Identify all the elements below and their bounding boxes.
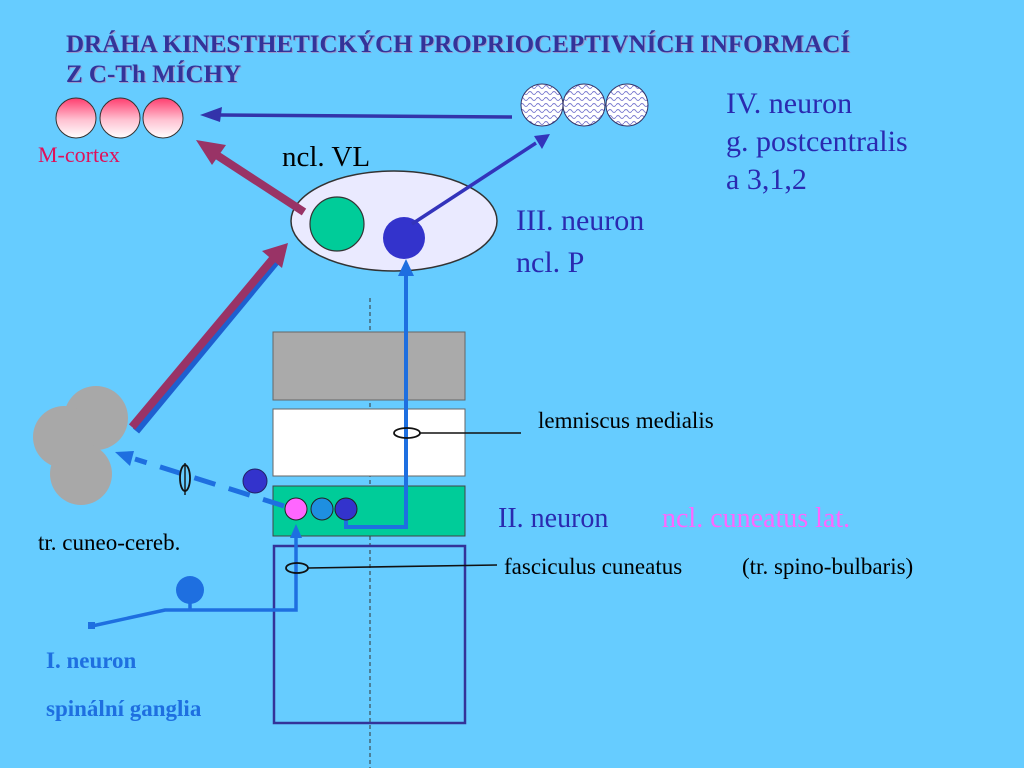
spinal-cord-segment bbox=[272, 544, 467, 725]
neuron-2-label: II. neuron bbox=[498, 503, 609, 534]
ncl-vl-label: ncl. VL bbox=[282, 141, 371, 173]
first-neuron-arrowhead bbox=[290, 524, 302, 538]
cerebellum-to-vl-arrowhead bbox=[262, 243, 288, 268]
fasciculus-cuneatus-label: fasciculus cuneatus bbox=[504, 554, 683, 579]
vl-to-cortex-arrowhead bbox=[196, 140, 226, 165]
cerebellum bbox=[33, 386, 128, 505]
postcentral-neuron bbox=[605, 83, 649, 127]
tr-cuneo-cereb-label: tr. cuneo-cereb. bbox=[38, 530, 181, 555]
cortex-neuron bbox=[99, 97, 141, 139]
neuron-1-label-line2: spinální ganglia bbox=[46, 696, 202, 721]
postcentral-neuron bbox=[520, 83, 564, 127]
cerebellum-to-vl-line bbox=[128, 252, 280, 430]
cuneo-cerebellar-arrowhead bbox=[115, 451, 134, 466]
vl-to-cortex-line bbox=[209, 148, 307, 216]
ncl-vl-neuron bbox=[309, 196, 365, 252]
first-neuron-receptor bbox=[88, 622, 95, 629]
ncl-cuneatus-neuron bbox=[310, 497, 334, 521]
cortex-neuron bbox=[142, 97, 184, 139]
fasciculus-pointer bbox=[307, 564, 498, 569]
neuron-1-label-line1: I. neuron bbox=[46, 648, 137, 673]
postcentral-neuron bbox=[562, 83, 606, 127]
cortex-neuron bbox=[55, 97, 97, 139]
postcentral-to-cortex-arrowhead bbox=[200, 107, 222, 122]
neuron-3-label-line1: III. neuron bbox=[516, 204, 645, 237]
gray-block bbox=[272, 331, 466, 401]
lemniscus-medialis-arrowhead bbox=[398, 259, 414, 276]
m-cortex-label: M-cortex bbox=[38, 142, 120, 167]
neuron-4-label-line1: IV. neuron bbox=[726, 87, 853, 120]
white-block bbox=[272, 408, 466, 477]
first-neuron-body bbox=[176, 576, 204, 604]
slide-title: DRÁHA KINESTHETICKÝCH PROPRIOCEPTIVNÍCH … bbox=[66, 30, 850, 90]
neuron-4-label-line3: a 3,1,2 bbox=[726, 163, 807, 196]
tr-spino-bulbaris-label: (tr. spino-bulbaris) bbox=[742, 554, 914, 579]
lemniscus-medialis-label: lemniscus medialis bbox=[538, 408, 714, 433]
relay-neuron bbox=[242, 468, 268, 494]
cerebellum-to-vl-shadow bbox=[132, 255, 283, 434]
cuneo-cerebellar-tract bbox=[134, 456, 285, 509]
ncl-cuneatus-lat-label: ncl. cuneatus lat. bbox=[662, 503, 851, 534]
ncl-cuneatus-neuron bbox=[334, 497, 358, 521]
postcentral-to-cortex-line bbox=[219, 113, 513, 119]
ncl-cuneatus-lat-neuron bbox=[284, 497, 308, 521]
ncl-p-to-postcentral-arrowhead bbox=[534, 134, 550, 149]
neuron-4-label-line2: g. postcentralis bbox=[726, 125, 908, 158]
ncl-p-neuron bbox=[383, 217, 425, 259]
neuron-3-label-line2: ncl. P bbox=[516, 246, 585, 279]
ncl-p-to-postcentral-line bbox=[411, 141, 537, 226]
title-line-1: DRÁHA KINESTHETICKÝCH PROPRIOCEPTIVNÍCH … bbox=[66, 31, 851, 58]
title-line-2: Z C-Th MÍCHY bbox=[66, 61, 242, 88]
